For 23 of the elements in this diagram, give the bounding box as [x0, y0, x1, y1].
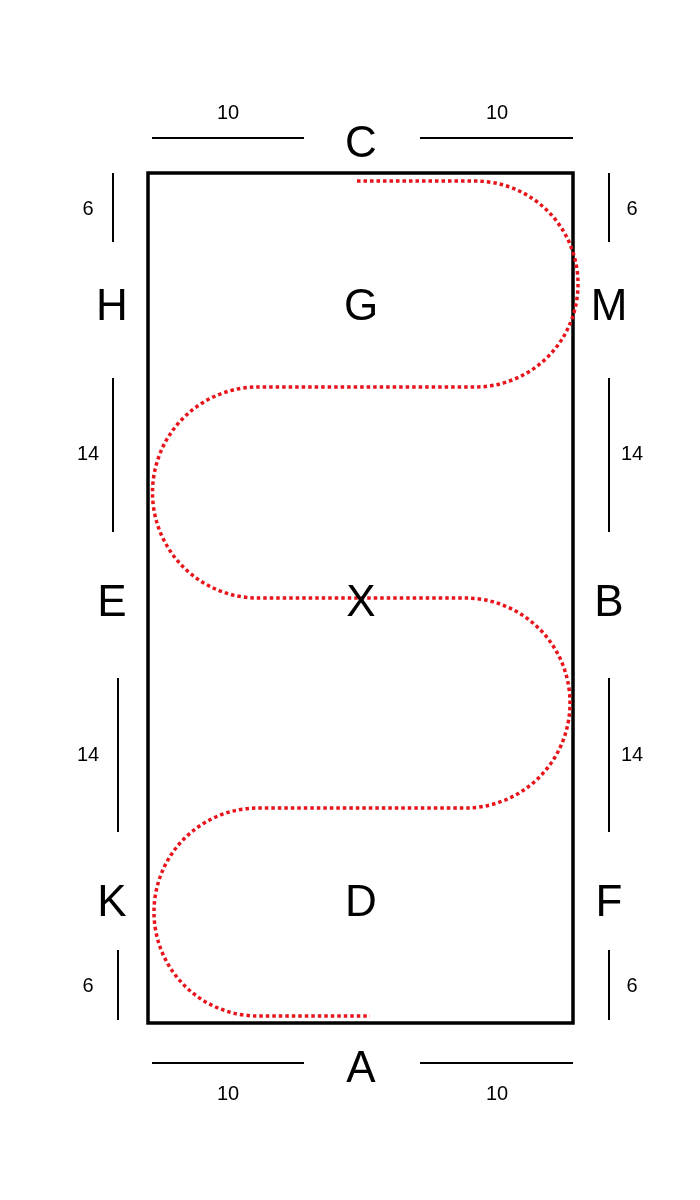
marker-letter: E	[97, 579, 127, 623]
marker-letter: G	[343, 283, 379, 327]
dimension-value: 14	[620, 744, 644, 764]
dimension-value: 10	[485, 102, 509, 122]
dimension-value: 10	[216, 1083, 240, 1103]
marker-letter: X	[346, 579, 376, 623]
marker-letter: F	[595, 879, 623, 923]
marker-letter: A	[346, 1045, 376, 1089]
marker-letter: C	[345, 120, 377, 164]
dimension-value: 14	[76, 744, 100, 764]
marker-letter: K	[97, 879, 127, 923]
dimension-value: 10	[485, 1083, 509, 1103]
dimension-value: 6	[82, 198, 94, 218]
dimension-value: 14	[620, 443, 644, 463]
marker-letter: H	[96, 283, 128, 327]
marker-letter: M	[590, 283, 628, 327]
marker-letter: D	[345, 879, 377, 923]
dimension-value: 6	[626, 198, 638, 218]
marker-letter: B	[594, 579, 624, 623]
dimension-value: 6	[626, 975, 638, 995]
dimension-value: 6	[82, 975, 94, 995]
dimension-value: 14	[76, 443, 100, 463]
dimension-value: 10	[216, 102, 240, 122]
